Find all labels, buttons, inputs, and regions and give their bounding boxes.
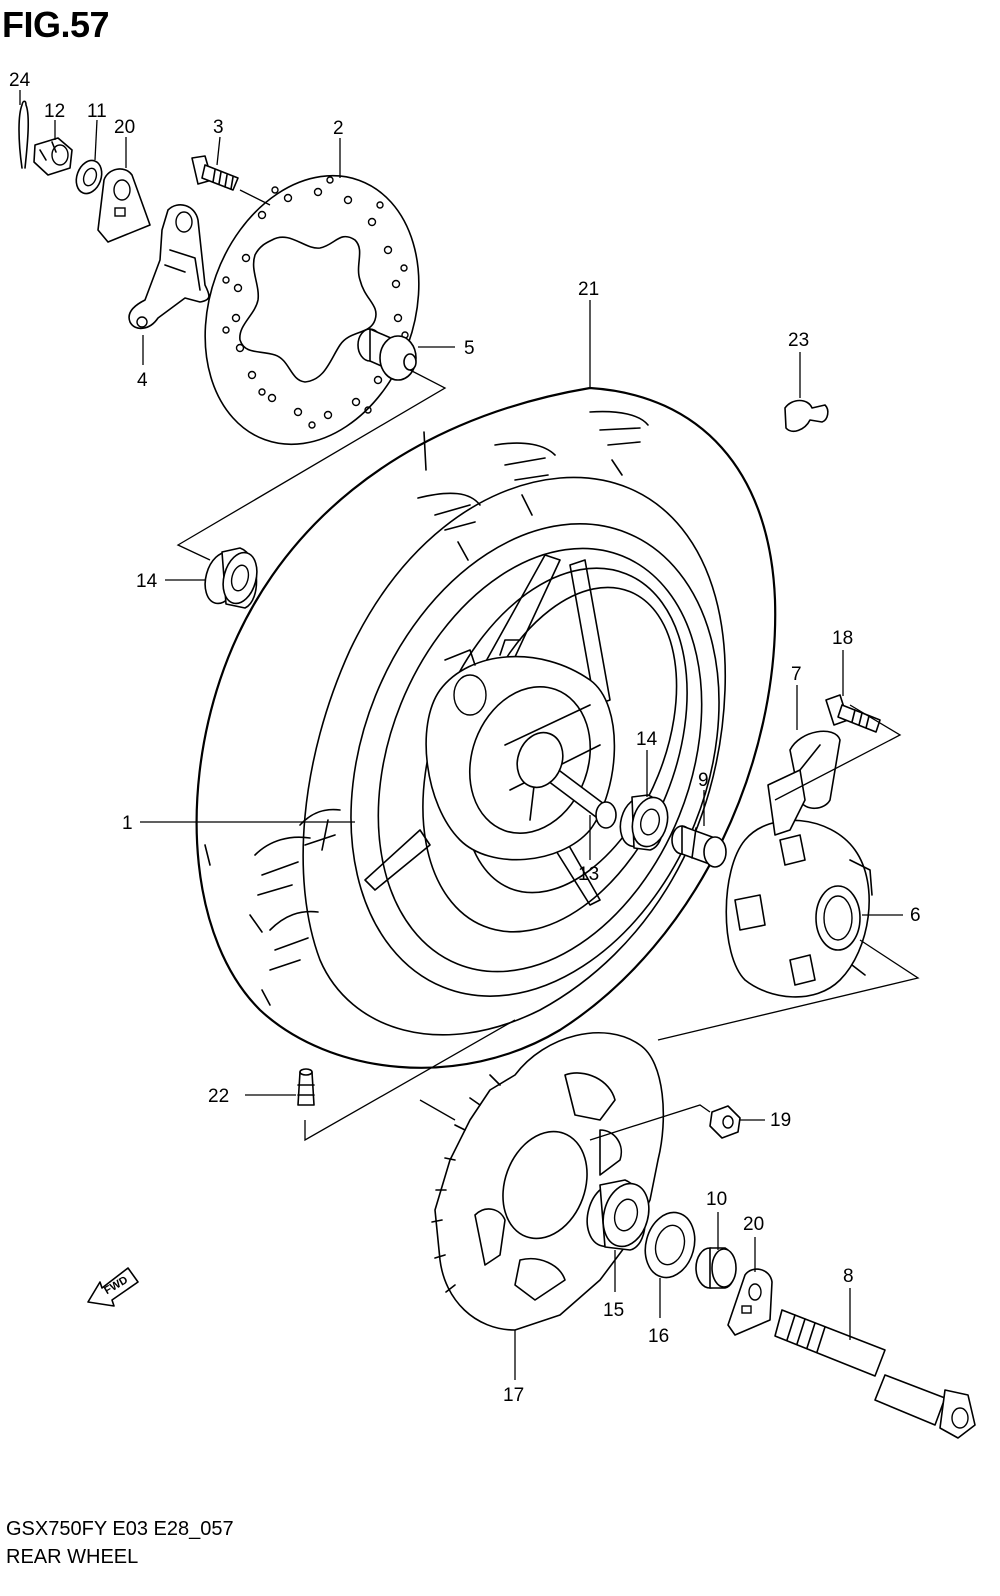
callout-22: 22 (208, 1086, 229, 1107)
bolt-18 (825, 694, 881, 733)
assembly-guide-lines (176, 189, 920, 1142)
disc-vent-holes (222, 176, 409, 429)
adjuster-plate-20-top (97, 168, 151, 243)
callout-11: 11 (87, 101, 107, 122)
callout-17: 17 (503, 1385, 524, 1406)
sprocket-carrier-6 (725, 819, 873, 998)
bolt-5 (357, 328, 417, 381)
model-code: GSX750FY E03 E28_057 (6, 1518, 234, 1540)
callout-18: 18 (832, 628, 853, 649)
nut-19 (709, 1105, 741, 1139)
callout-13: 13 (578, 864, 599, 885)
callout-3: 3 (213, 117, 224, 138)
bearing-14-right (619, 794, 669, 851)
rear-tire (195, 386, 777, 1069)
callout-2: 2 (333, 118, 344, 139)
clip-23 (784, 399, 829, 432)
castle-nut-12 (33, 137, 73, 176)
spacer-9 (671, 825, 727, 868)
callout-numbers: 24 12 11 20 3 2 4 5 21 23 14 18 7 14 9 1… (9, 70, 921, 1406)
callout-8: 8 (843, 1266, 854, 1287)
cotter-pin-24 (18, 100, 30, 169)
callout-14-right: 14 (636, 729, 658, 750)
callout-1: 1 (122, 813, 133, 834)
callout-14-left: 14 (136, 571, 158, 592)
callout-23: 23 (788, 330, 809, 351)
spacer-13 (516, 731, 617, 829)
callout-21: 21 (578, 279, 599, 300)
diagram-name: REAR WHEEL (6, 1546, 139, 1568)
callout-20-top: 20 (114, 117, 135, 138)
callout-24: 24 (9, 70, 31, 91)
bearing-15 (586, 1179, 650, 1251)
seal-16 (644, 1211, 696, 1279)
washer-11 (75, 159, 103, 195)
callout-19: 19 (770, 1110, 791, 1131)
cush-damper-7 (767, 730, 841, 836)
bolt-3 (191, 155, 239, 191)
spacer-10 (695, 1247, 737, 1289)
adjuster-plate-20-bottom (727, 1268, 773, 1336)
callout-20-bottom: 20 (743, 1214, 764, 1235)
caliper-bracket-4 (128, 204, 210, 330)
figure-label: FIG.57 (2, 4, 110, 45)
callout-4: 4 (137, 370, 148, 391)
callout-15: 15 (603, 1300, 624, 1321)
callout-16: 16 (648, 1326, 669, 1347)
brake-disc (204, 174, 420, 446)
callout-12: 12 (44, 101, 65, 122)
callout-5: 5 (464, 338, 475, 359)
callout-7: 7 (791, 664, 802, 685)
fwd-arrow-icon: FWD (87, 1267, 139, 1307)
axle-8 (774, 1309, 976, 1439)
bearing-14-left (204, 547, 258, 609)
callout-leaders (19, 90, 903, 1380)
rear-sprocket-17 (431, 1032, 665, 1331)
valve-22 (297, 1068, 315, 1106)
callout-9: 9 (698, 770, 709, 791)
callout-6: 6 (910, 905, 921, 926)
callout-10: 10 (706, 1189, 727, 1210)
tire-tread-pattern (249, 410, 649, 1006)
